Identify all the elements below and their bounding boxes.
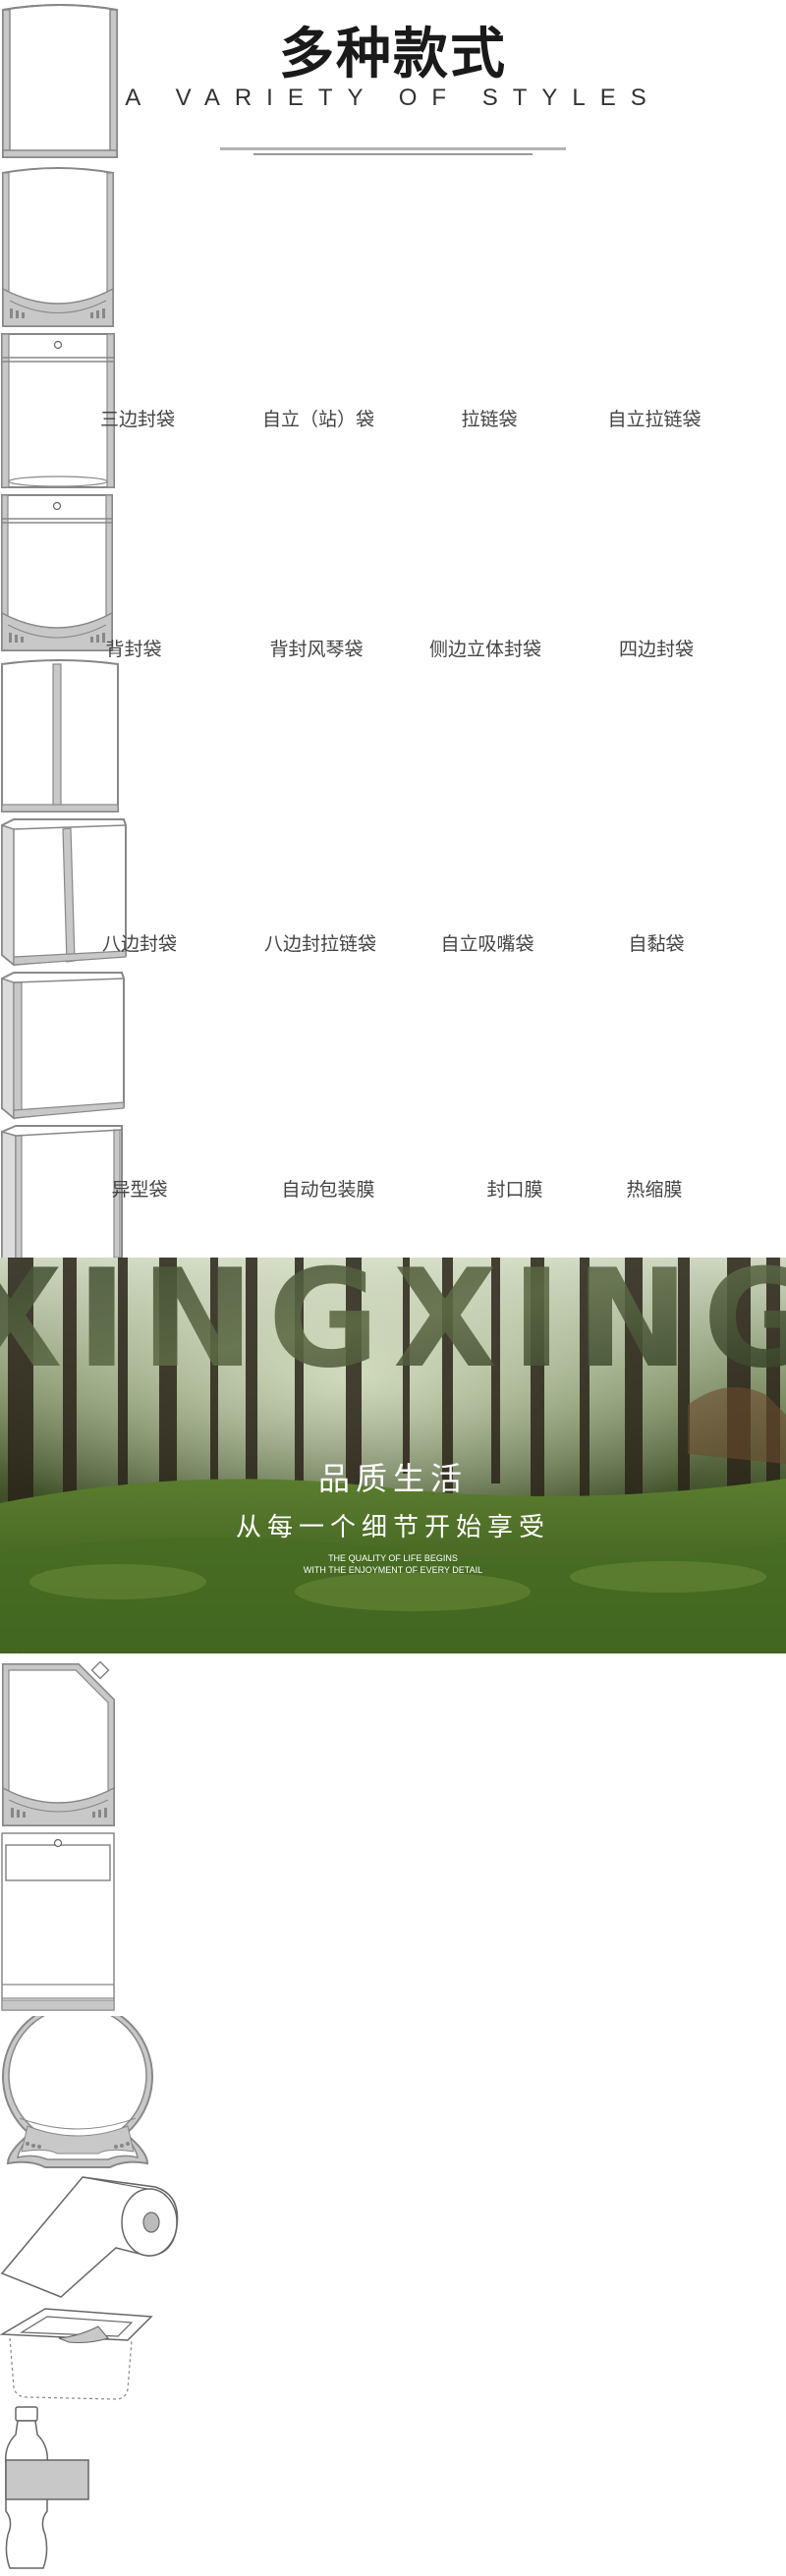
zipper-bag-icon bbox=[1, 333, 115, 488]
style-label: 八边封拉链袋 bbox=[263, 933, 376, 955]
title-divider-bottom bbox=[253, 153, 533, 155]
style-label: 三边封袋 bbox=[99, 409, 175, 430]
style-label: 热缩膜 bbox=[626, 1179, 683, 1201]
style-label: 背封风琴袋 bbox=[269, 639, 364, 660]
shrink-film-bottle-icon bbox=[4, 2406, 89, 2569]
style-item-self-adhesive: 自黏袋 bbox=[0, 933, 786, 2016]
page-title: 多种款式 bbox=[279, 23, 507, 86]
style-label: 自动包装膜 bbox=[281, 1179, 375, 1201]
style-label: 侧边立体封袋 bbox=[428, 639, 541, 660]
style-label: 拉链袋 bbox=[461, 409, 518, 430]
style-item-stand-up: 自立（站）袋 bbox=[0, 163, 786, 430]
style-label: 自立拉链袋 bbox=[607, 409, 702, 430]
self-adhesive-bag-icon bbox=[1, 1832, 115, 2011]
brand-text: XINGXING bbox=[0, 1260, 786, 1377]
style-label: 自黏袋 bbox=[628, 933, 685, 955]
slogan-english-line2: WITH THE ENJOYMENT OF EVERY DETAIL bbox=[303, 1565, 483, 1575]
style-item-side-gusset: 侧边立体封袋 bbox=[0, 639, 786, 1124]
style-item-three-side-seal: 三边封袋 bbox=[0, 0, 786, 430]
slogan-sub: 从每一个细节开始享受 bbox=[235, 1513, 550, 1542]
side-gusset-bag-icon bbox=[1, 972, 125, 1120]
style-item-back-seal-gusset: 背封风琴袋 bbox=[0, 639, 786, 971]
sealing-film-tray-icon bbox=[0, 2308, 153, 2400]
style-item-stand-up-zipper: 自立拉链袋 bbox=[0, 409, 786, 656]
forest-banner bbox=[0, 1258, 786, 1653]
style-item-spout-pouch: 自立吸嘴袋 bbox=[0, 933, 786, 1831]
style-label: 封口膜 bbox=[486, 1179, 543, 1201]
style-item-auto-film: 自动包装膜 bbox=[0, 1179, 786, 2305]
header-section: 多种款式 A VARIETY OF STYLES bbox=[0, 0, 786, 167]
style-label: 四边封袋 bbox=[618, 639, 694, 660]
style-item-zipper: 拉链袋 bbox=[0, 332, 786, 493]
page-subtitle: A VARIETY OF STYLES bbox=[125, 84, 661, 111]
style-item-back-seal: 背封袋 bbox=[0, 639, 786, 817]
slogan-english: THE QUALITY OF LIFE BEGINS WITH THE ENJO… bbox=[0, 1552, 786, 1576]
slogan-main: 品质生活 bbox=[317, 1460, 468, 1497]
style-label: 八边封袋 bbox=[101, 933, 177, 955]
back-seal-bag-icon bbox=[0, 659, 119, 812]
style-item-shrink-film: 热缩膜 bbox=[0, 1179, 786, 2576]
slogan-english-line1: THE QUALITY OF LIFE BEGINS bbox=[328, 1553, 458, 1563]
three-side-seal-bag-icon bbox=[2, 4, 118, 158]
style-label: 自立（站）袋 bbox=[261, 409, 374, 430]
style-label: 自立吸嘴袋 bbox=[440, 933, 534, 955]
shaped-bag-icon bbox=[2, 2000, 153, 2168]
back-seal-gusset-bag-icon bbox=[1, 818, 127, 967]
packaging-film-roll-icon bbox=[0, 2176, 179, 2298]
stand-up-zipper-bag-icon bbox=[1, 494, 113, 651]
title-divider-top bbox=[220, 147, 566, 150]
stand-up-pouch-icon bbox=[1, 167, 114, 327]
style-label: 异型袋 bbox=[111, 1179, 168, 1201]
style-item-shaped-bag: 异型袋 bbox=[0, 1179, 786, 2173]
forest-background-image bbox=[0, 1258, 786, 1653]
style-label: 背封袋 bbox=[105, 639, 162, 660]
style-item-sealing-film: 封口膜 bbox=[0, 1179, 786, 2405]
spout-pouch-icon bbox=[2, 1660, 115, 1826]
brand-wordmark: XINGXING bbox=[0, 1260, 786, 1377]
